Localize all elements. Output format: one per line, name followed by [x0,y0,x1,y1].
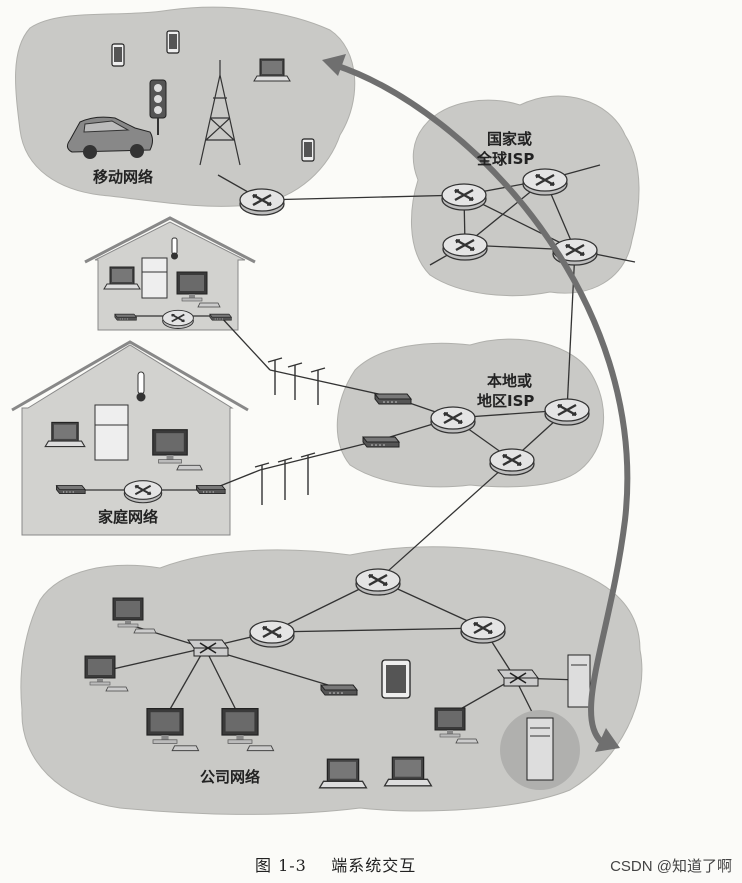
router-icon [161,309,195,330]
modem-icon [320,684,358,696]
corporate-network-label: 公司网络 [200,768,261,786]
thermometer-icon [136,371,146,402]
large-house [11,340,249,536]
router-icon [429,405,477,435]
router-icon [488,447,536,477]
refrigerator-icon [141,257,168,299]
switch-icon [187,639,229,657]
home-network-label: 家庭网络 [98,508,159,526]
modem-icon [362,436,400,448]
modem-icon [374,393,412,405]
server-icon [567,654,591,708]
global-isp-label-line2: 全球ISP [477,150,535,168]
server-icon [500,710,580,790]
switch-icon [497,669,539,687]
router-icon [441,232,489,262]
thermometer-icon [171,237,178,260]
global-isp-label-line1: 国家或 [487,130,533,148]
watermark: CSDN @知道了啊 [610,858,732,875]
tablet-icon [381,659,411,699]
refrigerator-icon [94,404,129,461]
end-to-end-arrow [322,54,631,752]
router-icon [123,479,163,504]
smartphone-icon [166,30,180,54]
router-icon [521,167,569,197]
local-isp-label-line1: 本地或 [487,372,533,390]
smartphone-icon [301,138,315,162]
router-icon [440,182,488,212]
mobile-network-label: 移动网络 [93,168,154,186]
car-icon [66,116,153,159]
router-icon [459,615,507,645]
modem-icon [56,485,86,495]
local-isp-label-line2: 地区ISP [477,392,535,410]
smartphone-icon [111,43,125,67]
figure-title: 端系统交互 [331,856,417,875]
figure-number: 图 1-3 [255,856,307,875]
utility-poles [254,357,326,505]
router-icon [354,567,402,597]
router-icon [248,619,296,649]
modem-icon [209,313,232,321]
router-icon [238,187,286,217]
figure-caption: 图 1-3 端系统交互 [255,852,416,876]
router-icon [543,397,591,427]
modem-icon [195,485,226,495]
traffic-light-icon [149,79,167,135]
mobile-network-cloud [15,6,356,207]
modem-icon [114,313,137,321]
cell-tower-icon [199,60,241,166]
